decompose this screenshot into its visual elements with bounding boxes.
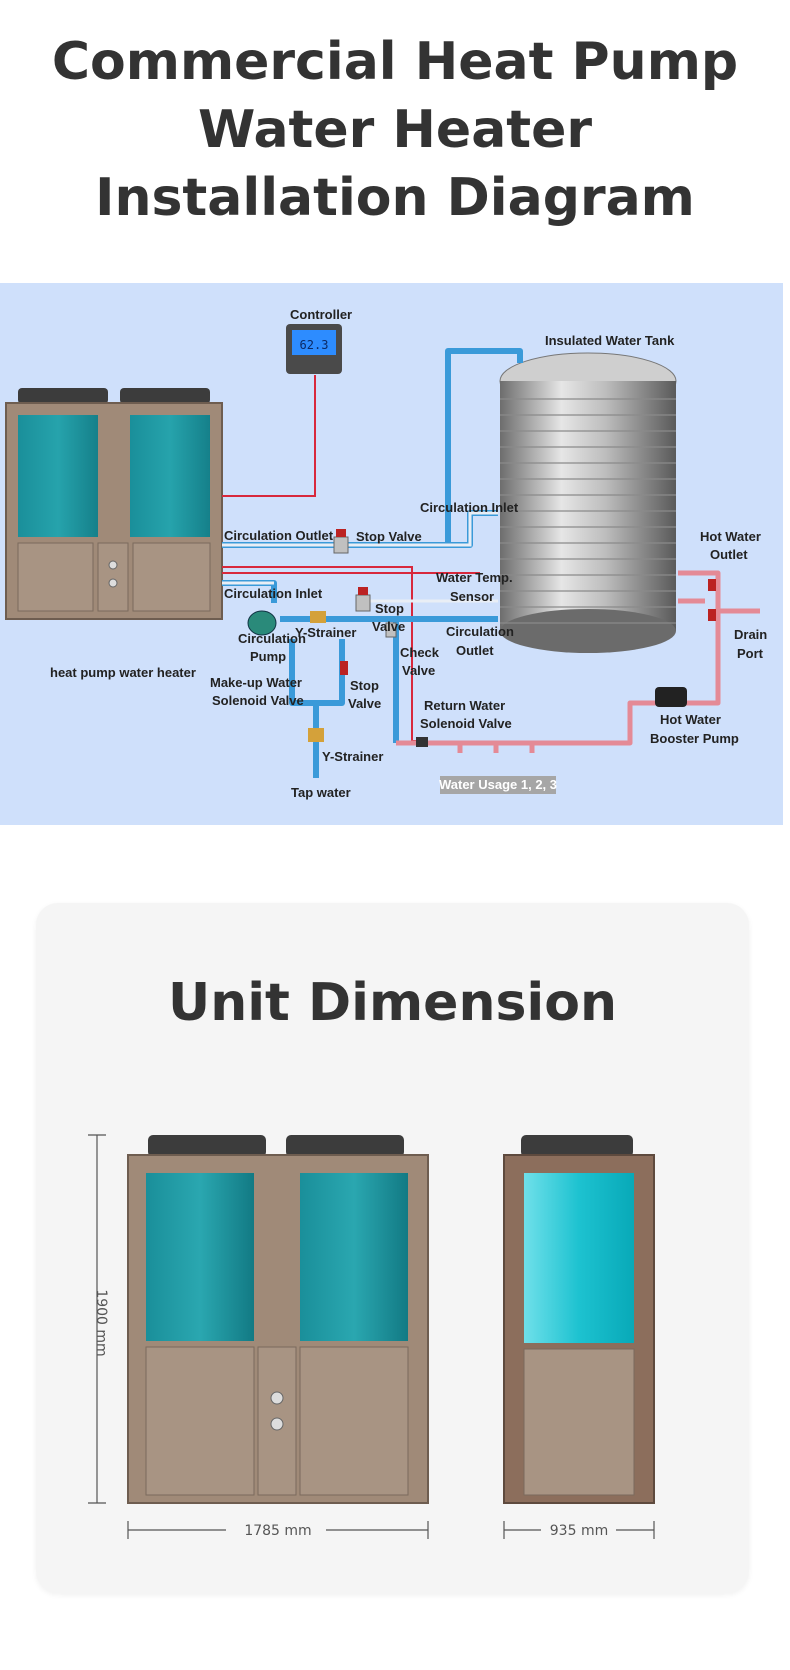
booster-pump-label: Hot Water [660,712,721,727]
y-strainer-label: Y-Strainer [322,749,383,764]
front-unit-image [127,1135,429,1504]
cold-pipes [222,348,523,778]
water-temp-sensor-label: Sensor [450,589,494,604]
height-dimension [88,1134,106,1504]
stop-valve-label: Stop Valve [356,529,422,544]
front-width-dimension [127,1521,429,1539]
drain-port-label: Port [737,646,764,661]
return-water-valve-label: Solenoid Valve [420,716,512,731]
stop-valve-label: Valve [348,696,381,711]
return-water-valve-label: Return Water [424,698,505,713]
water-temp-sensor-label: Water Temp. [436,570,513,585]
title-line: Water Heater [197,100,593,160]
check-valve-label: Check [400,645,440,660]
makeup-valve-label: Solenoid Valve [212,693,304,708]
controller-label: Controller [290,307,352,322]
circulation-pump-label: Circulation [238,631,306,646]
water-usage-badge [440,776,556,794]
title-line: Commercial Heat Pump [51,32,739,92]
circulation-outlet-label: Circulation Outlet [224,528,334,543]
unit-dimension-svg: 1900 mm 1785 mm 935 mm [88,1134,655,1539]
insulated-water-tank [499,352,677,653]
side-unit-image [503,1135,655,1504]
circulation-pump-label: Pump [250,649,286,664]
unit-dimension-title: Unit Dimension [167,973,617,1033]
height-dimension-label: 1900 mm [93,1289,109,1356]
side-width-dimension [503,1521,655,1539]
heat-pump-unit [5,388,223,620]
title-line: Installation Diagram [95,168,695,228]
booster-pump-label: Booster Pump [650,731,739,746]
fittings [247,529,716,747]
heat-pump-label: heat pump water heater [50,665,196,680]
installation-diagram-svg: heat pump water heater 62.3 Controller [5,307,767,800]
hot-water-outlet-label: Outlet [710,547,748,562]
side-width-label: 935 mm [550,1523,608,1539]
controller-panel: 62.3 [286,324,342,374]
tank-circulation-inlet-label: Circulation Inlet [420,500,519,515]
tap-water-label: Tap water [291,785,351,800]
signal-wire [222,375,316,497]
stop-valve-label: Stop [375,601,404,616]
check-valve-label: Valve [402,663,435,678]
water-usage-label: Water Usage 1, 2, 3 [439,777,557,792]
circulation-inlet-label: Circulation Inlet [224,586,323,601]
y-strainer-label: Y-Strainer [295,625,356,640]
makeup-valve-label: Make-up Water [210,675,302,690]
page-title: Commercial Heat Pump Water Heater Instal… [0,28,790,232]
unit-dimension-card: Unit Dimension [36,903,749,1593]
stop-valve-label: Valve [372,619,405,634]
insulated-tank-label: Insulated Water Tank [545,333,675,348]
tank-circulation-outlet-label: Circulation [446,624,514,639]
hot-water-outlet-label: Hot Water [700,529,761,544]
controller-display: 62.3 [300,338,329,352]
installation-diagram: heat pump water heater 62.3 Controller [0,283,783,825]
drain-port-label: Drain [734,627,767,642]
tank-circulation-outlet-label: Outlet [456,643,494,658]
front-width-label: 1785 mm [244,1523,311,1539]
stop-valve-label: Stop [350,678,379,693]
